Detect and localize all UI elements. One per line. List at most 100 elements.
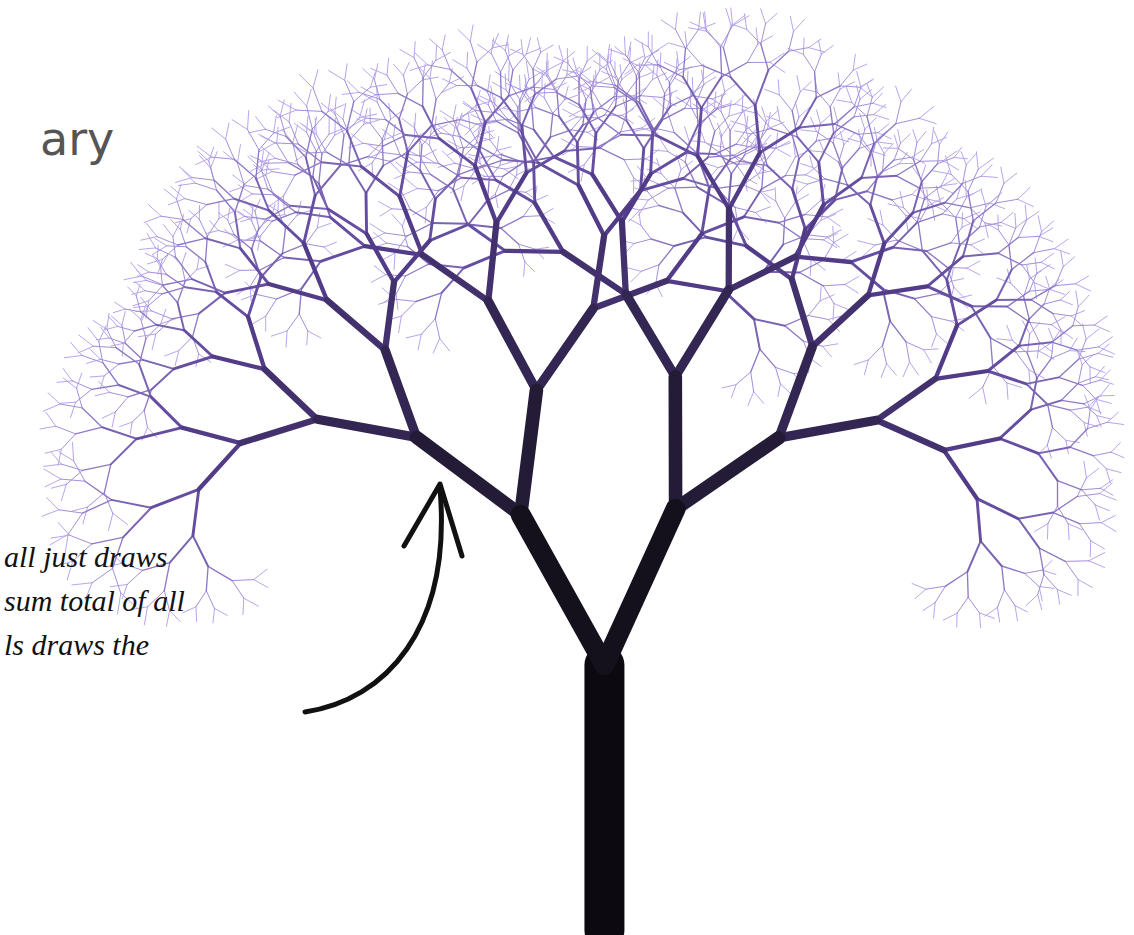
tree-branch	[477, 48, 493, 62]
tree-branch	[779, 223, 802, 239]
tree-branch	[1079, 339, 1087, 359]
tree-branch	[307, 106, 313, 129]
tree-branch	[304, 196, 315, 244]
tree-branch	[1082, 488, 1101, 490]
tree-branch	[701, 77, 721, 108]
tree-branch	[139, 334, 156, 337]
tree-branch	[616, 80, 619, 106]
tree-branch	[1041, 262, 1054, 269]
tree-branch	[376, 93, 399, 95]
tree-branch	[406, 334, 421, 338]
tree-branch	[453, 189, 467, 223]
tree-branch	[1035, 258, 1037, 273]
tree-branch	[392, 209, 411, 210]
tree-branch	[896, 86, 901, 102]
tree-branch	[432, 120, 460, 126]
tree-branch	[961, 152, 966, 165]
tree-branch	[1052, 326, 1073, 342]
tree-branch	[1015, 606, 1018, 621]
tree-branch	[748, 392, 754, 406]
tree-branch	[111, 439, 137, 465]
tree-branch	[754, 319, 785, 326]
tree-branch	[379, 201, 392, 208]
tree-branch	[240, 248, 268, 284]
tree-branch	[144, 411, 147, 428]
tree-branch	[648, 32, 649, 47]
tree-branch	[125, 309, 141, 312]
tree-branch	[363, 68, 375, 79]
tree-branch	[910, 362, 919, 375]
tree-branch	[1009, 245, 1012, 270]
tree-branch	[123, 508, 151, 538]
tree-branch	[1026, 384, 1047, 405]
tree-branch	[957, 300, 996, 325]
tree-branch	[252, 228, 259, 249]
tree-branch	[182, 252, 186, 264]
tree-branch	[778, 384, 781, 396]
tree-branch	[963, 253, 998, 256]
tree-branch	[981, 541, 1002, 566]
tree-branch	[903, 362, 909, 377]
tree-branch	[104, 464, 111, 492]
tree-branch	[176, 178, 193, 183]
tree-branch	[40, 426, 56, 429]
tree-branch	[79, 335, 93, 346]
tree-branch	[1077, 494, 1099, 497]
tree-branch	[579, 105, 596, 134]
tree-branch	[607, 62, 615, 85]
tree-branch	[1060, 292, 1069, 300]
tree-branch	[648, 188, 668, 200]
tree-branch	[475, 166, 496, 223]
tree-branch	[890, 321, 906, 342]
tree-branch	[969, 387, 983, 398]
tree-branch	[149, 285, 164, 301]
tree-branch	[489, 126, 490, 140]
tree-branch	[651, 239, 674, 246]
tree-branch	[731, 77, 756, 105]
tree-branch	[1100, 494, 1117, 500]
tree-branch	[1084, 396, 1100, 404]
tree-branch	[651, 132, 653, 174]
tree-branch	[132, 411, 144, 423]
tree-branch	[1007, 383, 1022, 388]
tree-branch	[906, 342, 924, 350]
tree-branch	[1039, 587, 1054, 589]
tree-branch	[697, 101, 698, 125]
tree-branch	[45, 449, 61, 453]
tree-branch	[587, 46, 588, 61]
tree-branch	[286, 331, 287, 347]
tree-branch	[414, 58, 423, 78]
tree-branch	[638, 200, 648, 215]
tree-branch	[71, 507, 87, 511]
tree-branch	[926, 586, 946, 589]
tree-branch	[1084, 461, 1087, 478]
tree-branch	[717, 104, 735, 109]
tree-branch	[634, 39, 648, 47]
tree-branch	[1007, 326, 1013, 341]
tree-branch	[209, 147, 214, 161]
tree-branch	[988, 346, 1019, 371]
tree-branch	[152, 334, 156, 349]
tree-branch	[1068, 524, 1070, 540]
tree-branch	[351, 124, 364, 139]
tree-branch	[755, 207, 770, 213]
tree-branch	[938, 144, 940, 163]
tree-branch	[732, 24, 747, 29]
tree-branch	[755, 105, 760, 152]
tree-branch	[803, 54, 814, 71]
tree-branch	[538, 92, 557, 94]
tree-branch	[411, 210, 433, 223]
tree-branch	[430, 174, 453, 189]
tree-branch	[1016, 352, 1029, 370]
tree-branch	[83, 500, 112, 513]
tree-branch	[641, 225, 651, 239]
tree-branch	[184, 330, 213, 356]
tree-branch	[935, 586, 945, 603]
tree-branch	[1093, 452, 1111, 456]
tree-branch	[313, 88, 322, 111]
tree-branch	[834, 304, 849, 310]
tree-branch	[870, 176, 877, 205]
tree-branch	[767, 116, 780, 121]
tree-branch	[48, 393, 60, 404]
tree-branch	[720, 136, 722, 153]
